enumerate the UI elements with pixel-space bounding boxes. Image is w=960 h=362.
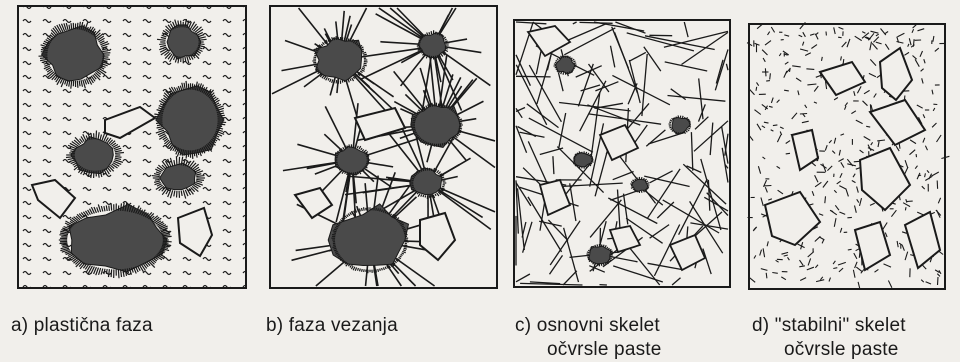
caption-d-text-line2: očvrsle paste	[752, 338, 906, 362]
caption-stable-skeleton: d) "stabilni" skelet očvrsle paste	[752, 314, 906, 362]
caption-b-text: b) faza vezanja	[266, 315, 398, 336]
panel-b-setting-phase	[270, 6, 497, 288]
caption-setting-phase: b) faza vezanja	[266, 314, 398, 338]
caption-c-text: c) osnovni skelet	[515, 315, 660, 336]
caption-basic-skeleton: c) osnovni skelet očvrsle paste	[515, 314, 662, 362]
caption-plastic-phase: a) plastična faza	[11, 314, 153, 338]
caption-c-text-line2: očvrsle paste	[515, 338, 662, 362]
panel-d-stable-skeleton	[747, 22, 949, 289]
panel-a-plastic-phase	[18, 6, 246, 288]
caption-a-text: a) plastična faza	[11, 315, 153, 336]
panels-svg	[0, 0, 960, 300]
panel-c-basic-skeleton	[514, 20, 730, 287]
caption-d-text: d) "stabilni" skelet	[752, 315, 906, 336]
